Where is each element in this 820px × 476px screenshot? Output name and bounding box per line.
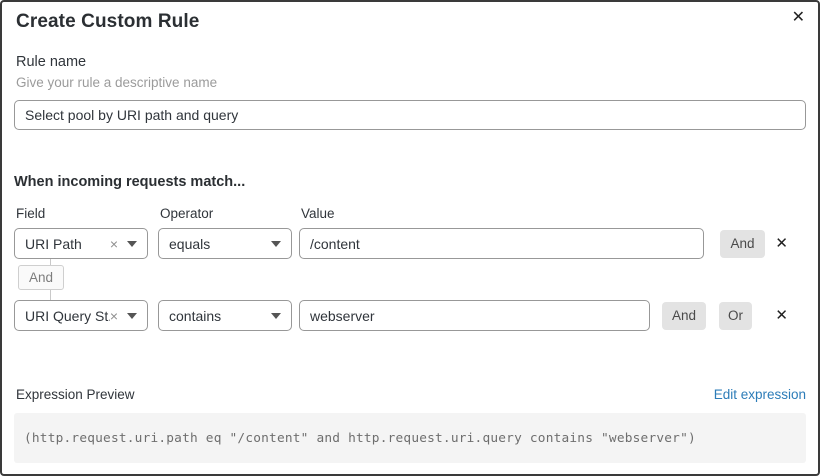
close-icon[interactable]: ✕ [791,9,805,26]
rule-name-hint: Give your rule a descriptive name [16,75,218,90]
chevron-down-icon [127,312,137,319]
expression-header: Expression Preview Edit expression [16,387,806,402]
match-section-heading: When incoming requests match... [14,174,246,190]
condition-row-2: URI Query St... × contains And Or ✕ [14,300,806,331]
and-button-row-2[interactable]: And [662,301,706,330]
edit-expression-link[interactable]: Edit expression [713,387,806,402]
delete-row-1-icon[interactable]: ✕ [775,235,788,252]
chevron-down-icon [127,240,137,247]
field-column-label: Field [16,206,46,221]
operator-column-label: Operator [160,206,214,221]
value-input-2[interactable] [299,300,650,331]
expression-preview-box: (http.request.uri.path eq "/content" and… [14,413,806,463]
field-select-1-value: URI Path [25,235,82,252]
and-button-row-1[interactable]: And [720,229,765,258]
clear-field-icon[interactable]: × [109,307,118,324]
field-select-2[interactable]: URI Query St... × [14,300,148,331]
builder-column-labels: Field Operator Value [16,206,806,221]
connector-and-badge: And [18,265,65,290]
rule-name-label: Rule name [16,54,87,70]
rule-name-input[interactable] [14,100,806,130]
expression-preview-label: Expression Preview [16,387,135,402]
or-button-row-2[interactable]: Or [719,301,752,330]
value-column-label: Value [301,206,335,221]
condition-row-1: URI Path × equals And ✕ [14,228,806,259]
value-input-1[interactable] [299,228,704,259]
operator-select-2[interactable]: contains [158,300,292,331]
chevron-down-icon [271,312,281,319]
field-select-1[interactable]: URI Path × [14,228,148,259]
row-connector: And [14,259,806,300]
expression-code: (http.request.uri.path eq "/content" and… [24,430,696,446]
operator-select-2-value: contains [169,307,222,324]
page-title: Create Custom Rule [16,11,200,32]
field-select-2-value: URI Query St... [25,307,110,324]
delete-row-2-icon[interactable]: ✕ [775,307,788,324]
operator-select-1-value: equals [169,235,211,252]
clear-field-icon[interactable]: × [109,235,118,252]
chevron-down-icon [271,240,281,247]
operator-select-1[interactable]: equals [158,228,292,259]
